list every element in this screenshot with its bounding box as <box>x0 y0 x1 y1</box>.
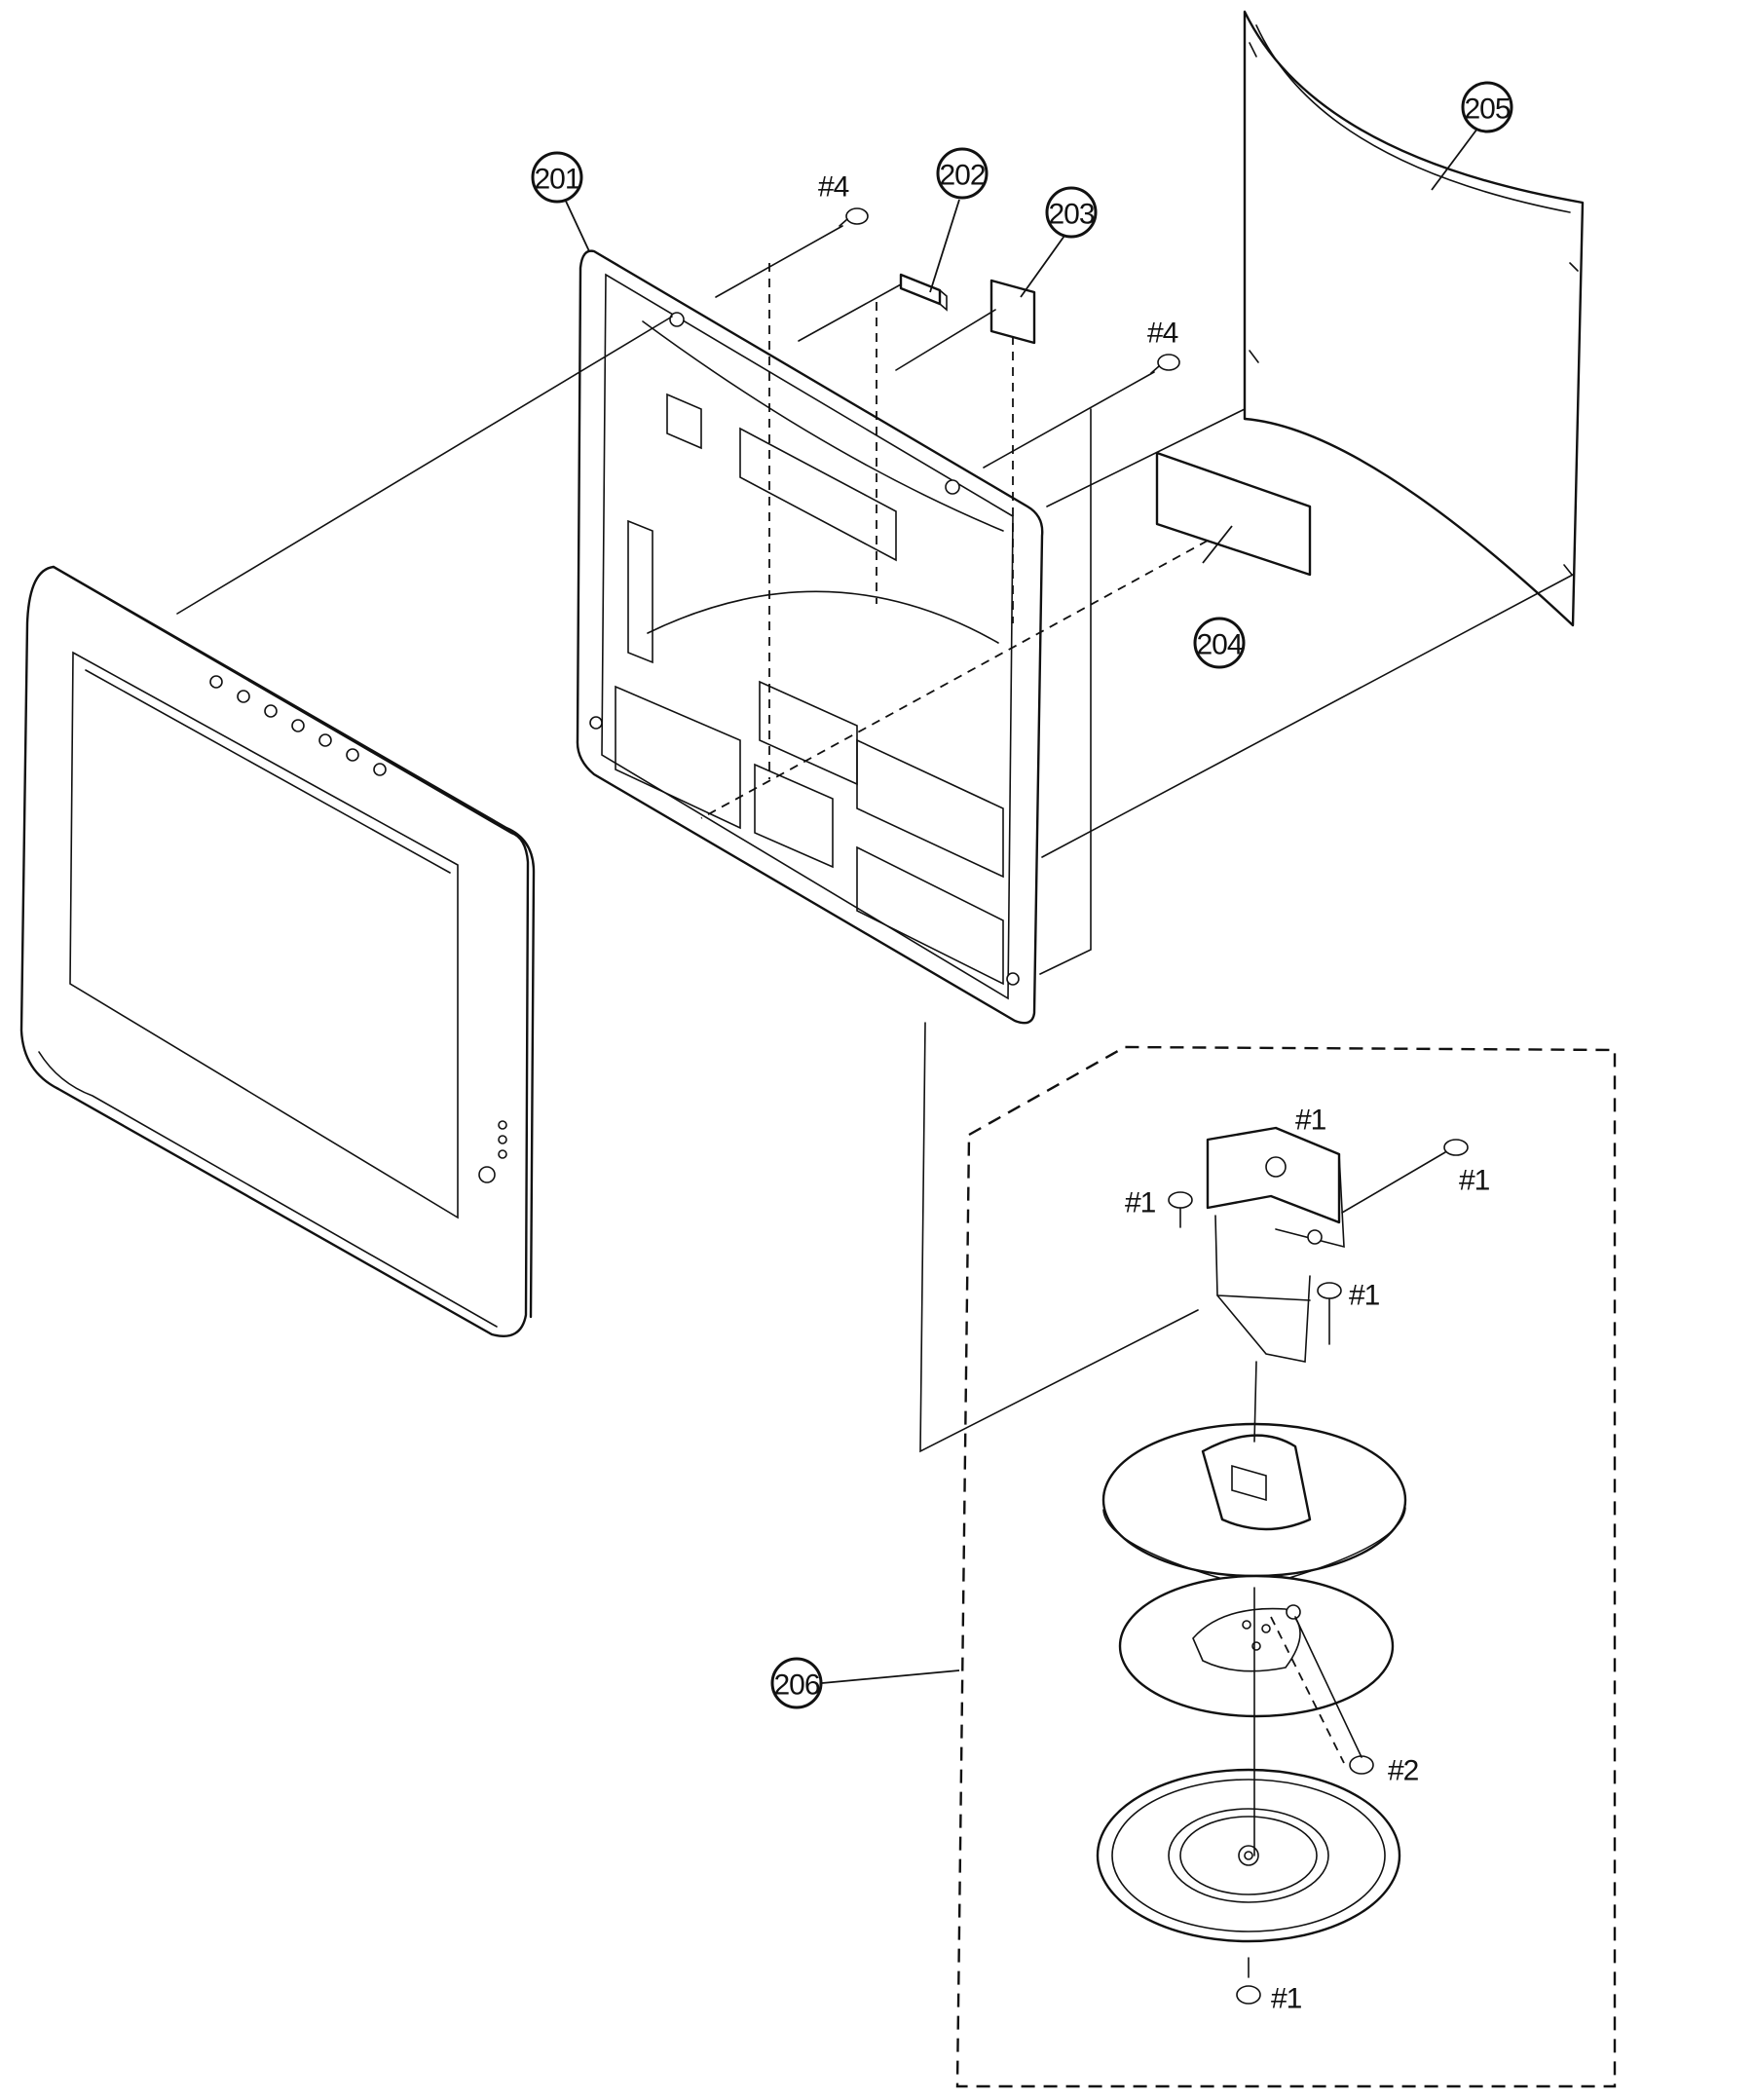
callout-201: 201 <box>531 151 583 204</box>
assembly-lines <box>176 225 1574 1856</box>
callout-202: 202 <box>936 147 989 200</box>
stand-bracket <box>1206 1126 1345 1363</box>
part-205-back-cover <box>1243 10 1585 627</box>
stand-assembly-box <box>955 1045 1617 2088</box>
svg-text:205: 205 <box>1464 94 1510 126</box>
callout-205: 205 <box>1461 81 1513 133</box>
front-bezel <box>19 565 536 1337</box>
screw-4-upper-icon <box>839 207 869 227</box>
screw-1-left-icon <box>1168 1191 1193 1228</box>
svg-text:204: 204 <box>1196 629 1242 661</box>
stand-base-bottom <box>1096 1768 1401 1943</box>
svg-text:202: 202 <box>939 160 985 192</box>
screw-label: #4 <box>1147 318 1178 350</box>
callout-203: 203 <box>1045 186 1098 239</box>
svg-text:206: 206 <box>773 1669 819 1702</box>
screw-label: #1 <box>1459 1165 1490 1197</box>
screw-label: #1 <box>1271 1983 1302 2015</box>
front-buttons <box>209 675 387 776</box>
stand-base-top <box>1101 1422 1407 1589</box>
stand-plate-middle <box>1118 1574 1395 1718</box>
power-button-icon <box>478 1166 496 1183</box>
screw-2-icon <box>1294 1616 1374 1775</box>
callout-204: 204 <box>1193 617 1246 669</box>
screw-label: #1 <box>1125 1187 1156 1219</box>
leader-lines <box>562 124 1481 1684</box>
part-204-sheet <box>1155 451 1312 577</box>
svg-text:203: 203 <box>1048 199 1094 231</box>
screw-1-bottom-icon <box>1236 1957 1261 2005</box>
part-203-label <box>989 279 1036 345</box>
svg-text:201: 201 <box>534 164 579 196</box>
rear-cabinet <box>576 249 1044 1025</box>
screw-4-right-icon <box>1150 354 1180 374</box>
screw-1-top-icon <box>1341 1139 1469 1214</box>
part-202-clip <box>899 273 948 312</box>
callout-206: 206 <box>770 1657 823 1709</box>
screw-label: #1 <box>1295 1105 1326 1137</box>
screw-label: #1 <box>1349 1280 1380 1312</box>
screw-label: #4 <box>818 171 849 204</box>
screw-label: #2 <box>1388 1755 1419 1787</box>
screw-1-mid-icon <box>1317 1282 1342 1345</box>
